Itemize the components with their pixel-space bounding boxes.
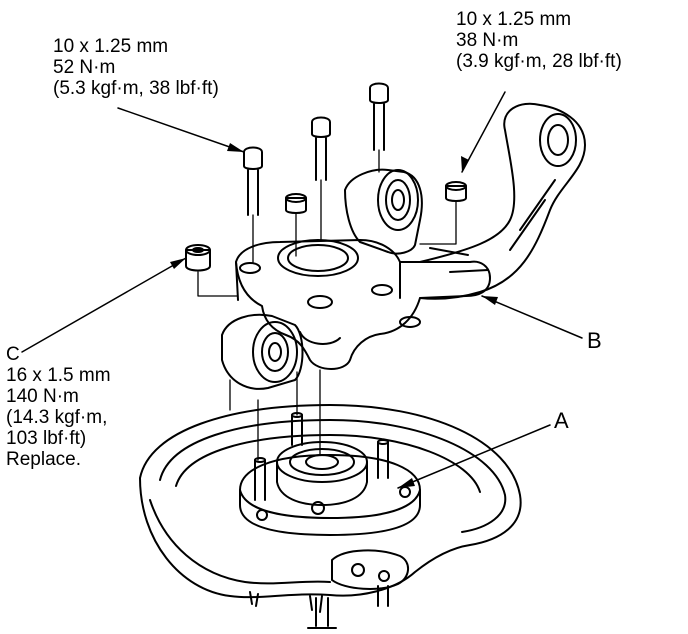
leader-upper-left [117, 107, 245, 153]
callout-upper-right-bolt: 10 x 1.25 mm 38 N·m (3.9 kgf·m, 28 lbf·f… [456, 9, 622, 72]
leader-a [397, 424, 551, 489]
flange-nuts [185, 181, 467, 272]
callout-nut-c: C 16 x 1.5 mm 140 N·m (14.3 kgf·m, 103 l… [6, 344, 111, 470]
lower-bushing [221, 313, 304, 390]
callout-torque: 38 N·m [456, 30, 519, 51]
flange-bolts [243, 82, 389, 216]
splash-shield [139, 404, 522, 613]
callout-torque-alt-1: (14.3 kgf·m, [6, 407, 108, 428]
leader-c [21, 257, 187, 353]
callout-size: 10 x 1.25 mm [53, 36, 169, 57]
callout-torque-alt: (5.3 kgf·m, 38 lbf·ft) [53, 78, 219, 99]
hub-bearing-unit [239, 412, 421, 629]
leader-upper-right [461, 91, 506, 173]
callout-torque: 140 N·m [6, 386, 79, 407]
callout-torque: 52 N·m [53, 57, 116, 78]
leader-b [481, 295, 583, 339]
callout-torque-alt: (3.9 kgf·m, 28 lbf·ft) [456, 51, 622, 72]
callout-note: Replace. [6, 449, 81, 470]
leader-lines [21, 91, 583, 489]
part-letter-a: A [554, 408, 569, 433]
trailing-arm [419, 102, 586, 300]
arrowheads [170, 143, 498, 488]
callout-upper-left-bolt: 10 x 1.25 mm 52 N·m (5.3 kgf·m, 38 lbf·f… [53, 36, 219, 99]
part-letter-b: B [587, 328, 602, 353]
knuckle-body [235, 168, 491, 370]
callout-letter: C [6, 344, 20, 365]
callout-size: 10 x 1.25 mm [456, 9, 572, 30]
callout-torque-alt-2: 103 lbf·ft) [6, 428, 87, 449]
alignment-lines [197, 149, 457, 461]
callout-size: 16 x 1.5 mm [6, 365, 111, 386]
